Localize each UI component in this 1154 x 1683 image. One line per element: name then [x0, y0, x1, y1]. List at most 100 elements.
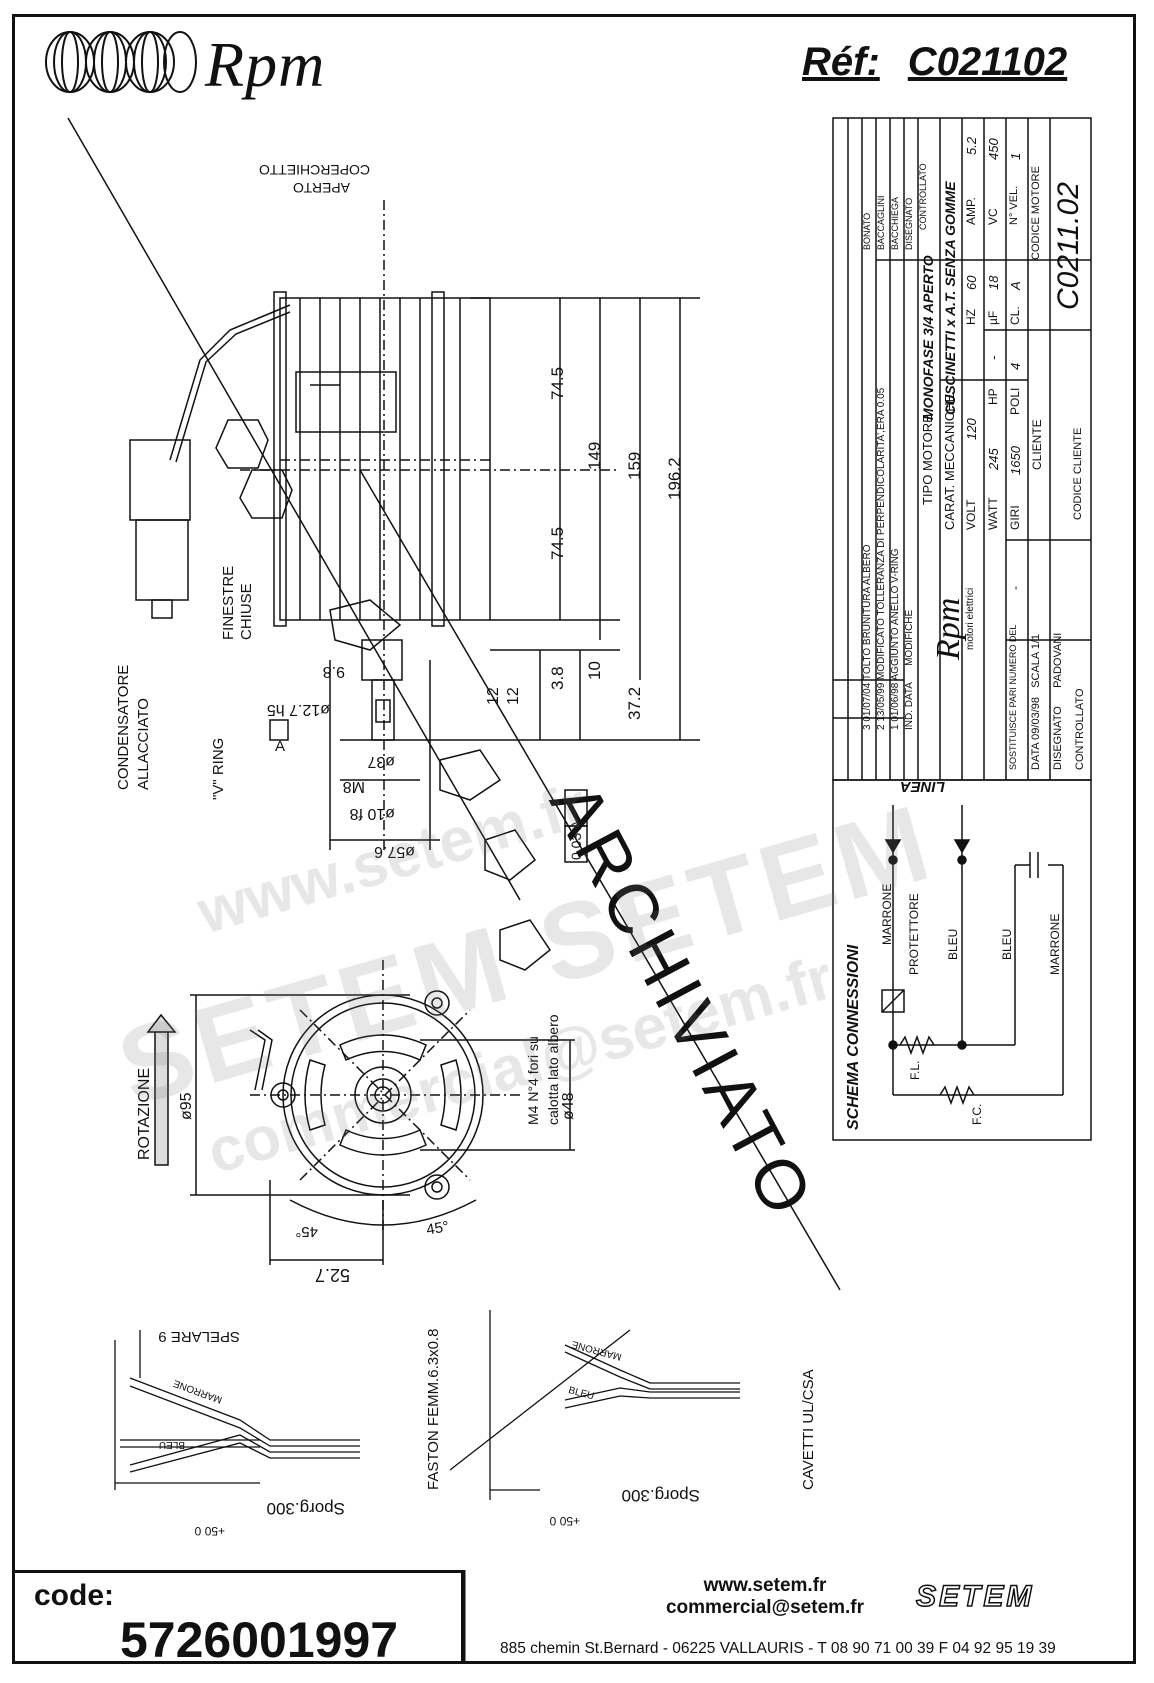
website-link[interactable]: www.setem.fr	[703, 1575, 827, 1596]
rev-headers: IND. DATA MODIFICHE	[904, 609, 915, 730]
spec-vc-label: VC	[986, 208, 1000, 225]
spec-vc: 450	[986, 138, 1001, 160]
motor-type: MONOFASE 3/4 APERTO	[920, 255, 936, 420]
title-block-grid	[832, 117, 1092, 1141]
sporg-left-tol: +50 0	[194, 1524, 225, 1538]
spec-cl: A	[1008, 281, 1023, 290]
drawing-frame	[12, 14, 1136, 1664]
spec-giri-label: GIRI	[1008, 505, 1022, 530]
wire-bleu-1: BLEU	[946, 928, 960, 960]
title-block-brand-sub: motori elettrici	[965, 587, 976, 650]
spec-volt-label: VOLT	[964, 499, 978, 530]
spec-watt-label: WATT	[986, 497, 1000, 530]
dim-m8: M8	[342, 778, 365, 795]
winding-fl: F.L.	[908, 1060, 922, 1080]
archive-diagonals	[67, 117, 841, 1291]
dim-48: ø48	[560, 1092, 577, 1120]
sporg-left: Sporg.300	[266, 1499, 345, 1518]
rev-sign-3: BONATO	[862, 212, 872, 250]
windows-label-2: CHIUSE	[238, 583, 255, 640]
spec-hz-label: HZ	[964, 309, 978, 325]
email-link[interactable]: commercial@setem.fr	[665, 1597, 865, 1618]
faston-label: FASTON FEMM.6.3x0.8	[425, 1328, 442, 1490]
rotation-arrow	[146, 1013, 177, 1166]
rev-3: 3 01/07/04 TOLTO BRUNITURA ALBERO	[862, 544, 873, 730]
connection-schematic	[881, 805, 1064, 1106]
rev-header-drawn: DISEGNATO	[904, 197, 914, 250]
motor-code-label: CODICE MOTORE	[1030, 166, 1042, 260]
motor-code: C0211.02	[1052, 182, 1085, 310]
spec-amp-label: AMP.	[964, 197, 978, 225]
dim-37: ø37	[367, 753, 395, 770]
cable-label: CAVETTI UL/CSA	[800, 1369, 817, 1490]
rev-header-checked: CONTROLLATO	[918, 163, 928, 230]
cover-label-2: APERTO	[292, 180, 350, 196]
schema-title: SCHEMA CONNESSIONI	[845, 944, 862, 1130]
vring-label: "V" RING	[210, 737, 227, 800]
cover-label: COPERCHIETTO	[259, 162, 370, 178]
strip-label: SPELARE 9	[158, 1328, 240, 1345]
dim-12-7: ø12.7 h5	[266, 701, 330, 718]
replaces-value: -	[1008, 586, 1022, 590]
spec-uf-label: µF	[986, 310, 1000, 325]
rpm-logo-text: Rpm	[205, 29, 326, 100]
checked-row: CONTROLLATO	[1074, 688, 1086, 771]
reference-number: Réf:C021102	[802, 40, 1068, 84]
sporg-right-tol: +50 0	[549, 1514, 580, 1528]
spec-poli-label: POLI	[1008, 387, 1022, 415]
capacitor-label: CONDENSATORE	[115, 664, 132, 790]
spec-volt: 120	[964, 418, 979, 440]
replaces-label: SOSTITUISCE PARI NUMERO DEL	[1008, 624, 1018, 770]
wire-bleu-2: BLEU	[1000, 928, 1014, 960]
spec-hz: 60	[964, 275, 979, 290]
spec-hp: -	[986, 355, 1001, 360]
spec-watt: 245	[986, 448, 1001, 470]
client-label: CLIENTE	[1030, 419, 1044, 470]
datum-label: A	[275, 738, 286, 755]
title-block-brand: Rpm	[930, 597, 967, 660]
spec-cl-label: CL.	[1008, 306, 1022, 325]
date-row: DATA 09/03/98 SCALA 1/1	[1030, 634, 1042, 770]
dim-52-7: 52.7	[314, 1265, 350, 1285]
spec-vel: 1	[1008, 152, 1023, 160]
motor-side-view	[129, 200, 700, 971]
code-value: 5726001997	[120, 1612, 399, 1668]
dim-12-a: 12	[485, 687, 502, 705]
dim-10-f8: ø10 f8	[349, 805, 395, 822]
motor-type-label: TIPO MOTORE	[920, 414, 935, 505]
dim-74-5-a: 74.5	[548, 366, 567, 400]
dim-74-5-b: 74.5	[548, 526, 567, 560]
rpm-coil-logo	[45, 31, 197, 93]
code-box: code: 5726001997	[14, 1570, 464, 1668]
mech-value: CUSCINETTI x A.T. SENZA GOMME	[942, 181, 958, 415]
code-label: code:	[34, 1579, 115, 1612]
rev-sign-2: BACCAGLINI	[876, 195, 886, 250]
windows-label: FINESTRE	[220, 565, 237, 640]
motor-front-view	[190, 960, 575, 1265]
drawn-row: DISEGNATO PADOVANI	[1052, 632, 1064, 770]
dim-196-2: 196.2	[665, 457, 684, 500]
rev-1: 1 01/06/98 AGGIUNTO ANELLO V-RING	[890, 548, 901, 730]
spec-vel-label: N° VEL.	[1008, 185, 1020, 225]
wire-bleu-left: BLEU	[158, 1439, 185, 1450]
dim-10: 10	[585, 661, 604, 680]
spec-poli: 4	[1008, 362, 1023, 370]
spec-hp-label: HP	[986, 388, 1000, 405]
rev-2: 2 13/05/99 MODIFICATO TOLLERANZA DI PERP…	[876, 387, 887, 730]
dim-159: 159	[625, 451, 644, 480]
sporg-right: Sporg.300	[621, 1486, 700, 1505]
spec-uf: 18	[986, 275, 1001, 290]
angle-45-a: 45°	[295, 1223, 318, 1240]
footer-address: 885 chemin St.Bernard - 06225 VALLAURIS …	[500, 1640, 1056, 1657]
dim-149: 149	[585, 441, 604, 470]
setem-logo: SETEM	[915, 1579, 1035, 1614]
dim-37-2: 37.2	[625, 686, 644, 720]
wire-diagrams	[114, 1310, 740, 1500]
dim-12-b: 12	[505, 687, 522, 705]
dim-3-8: 3.8	[548, 666, 567, 690]
spec-amp: 5.2	[964, 136, 979, 155]
client-code-label: CODICE CLIENTE	[1072, 427, 1084, 520]
contact-block: www.setem.fr commercial@setem.fr	[470, 1575, 1090, 1619]
rev-sign-1: BACCHIEGA	[890, 196, 900, 250]
